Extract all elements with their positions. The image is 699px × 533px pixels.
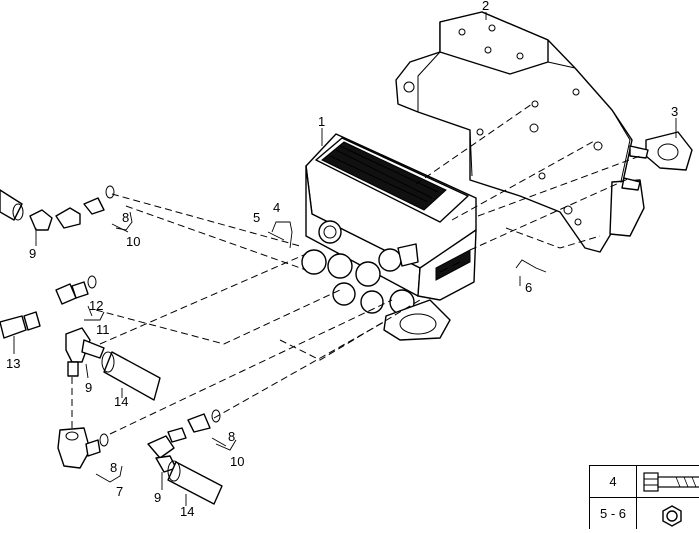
callout-10a: 10 xyxy=(126,234,140,249)
mounting-bracket xyxy=(395,11,633,253)
valve-module xyxy=(301,133,477,341)
bolt-set xyxy=(609,131,693,237)
callout-4: 4 xyxy=(273,200,280,215)
nut-icon xyxy=(660,504,684,533)
callout-7: 7 xyxy=(116,484,123,499)
fastener-legend: 4 5 - 6 xyxy=(589,465,699,529)
callout-10b: 10 xyxy=(230,454,244,469)
leader-lines xyxy=(13,12,677,506)
legend-row-nut: 5 - 6 xyxy=(590,498,699,529)
legend-label-nut: 5 - 6 xyxy=(599,506,626,521)
callout-3: 3 xyxy=(671,104,678,119)
callout-9c: 9 xyxy=(154,490,161,505)
legend-label-bolt: 4 xyxy=(609,474,617,489)
callout-2: 2 xyxy=(482,0,489,13)
callout-9b: 9 xyxy=(85,380,92,395)
left-fittings xyxy=(0,185,223,505)
callout-8c: 8 xyxy=(110,460,117,475)
callout-8a: 8 xyxy=(122,210,129,225)
callout-1: 1 xyxy=(318,114,325,129)
callout-14b: 14 xyxy=(180,504,194,519)
callout-12: 12 xyxy=(89,298,103,313)
callout-labels: 1 2 3 4 5 6 7 8 8 8 9 9 9 10 10 11 12 13… xyxy=(6,0,678,519)
callout-11: 11 xyxy=(96,322,110,337)
callout-6: 6 xyxy=(525,280,532,295)
callout-14a: 14 xyxy=(114,394,128,409)
callout-8b: 8 xyxy=(228,429,235,444)
callout-9a: 9 xyxy=(29,246,36,261)
callout-13: 13 xyxy=(6,356,20,371)
bolt-icon xyxy=(642,470,699,499)
assembly-lines xyxy=(71,103,641,435)
callout-5: 5 xyxy=(253,210,260,225)
legend-row-bolt: 4 xyxy=(590,466,699,498)
